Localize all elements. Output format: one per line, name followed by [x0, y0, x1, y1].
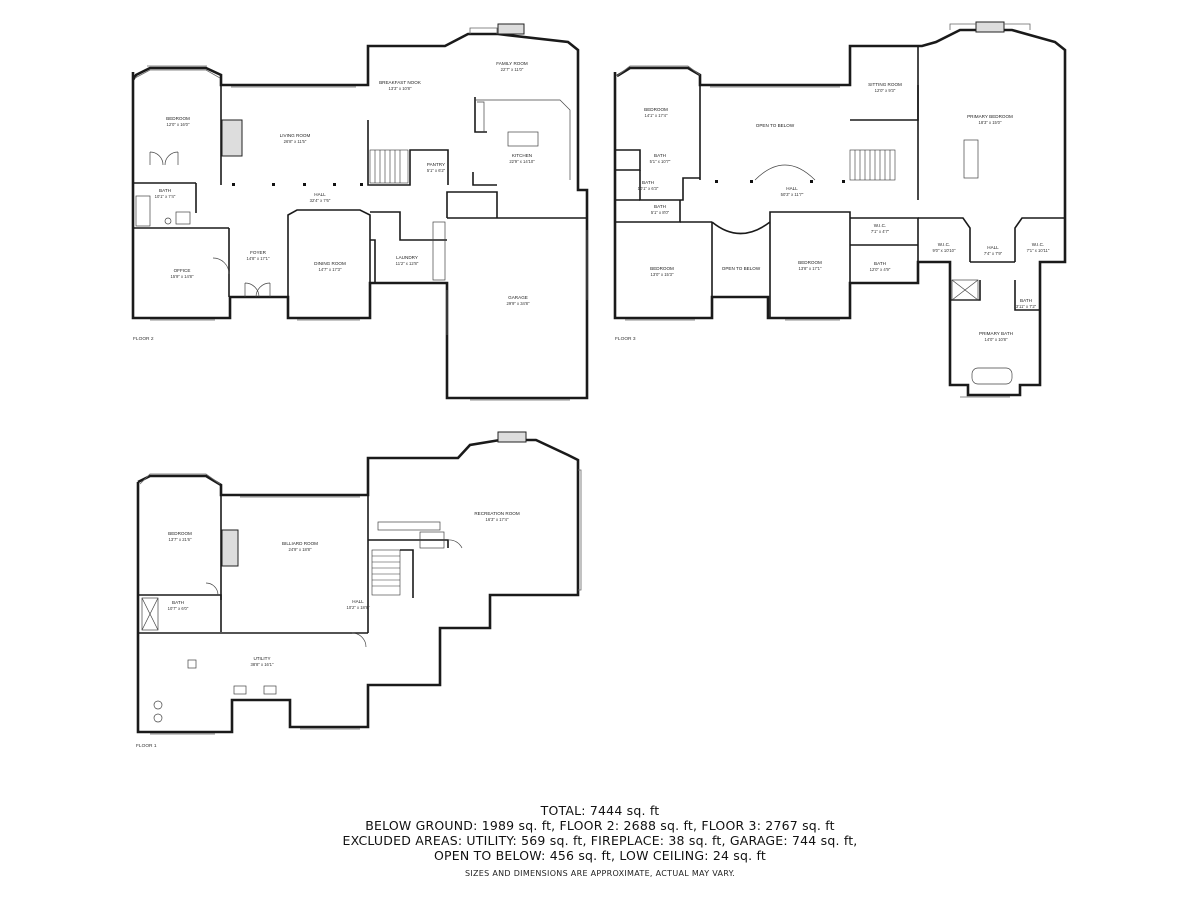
room-name: BATH	[1020, 298, 1032, 303]
room-dimensions: 14'8" x 17'1"	[247, 256, 270, 261]
room-name: HALL	[314, 192, 326, 197]
room-dimensions: 10'7" x 6'0"	[168, 606, 189, 611]
room-name: BEDROOM	[166, 116, 190, 121]
room-dimensions: 9'0" x 10'10"	[933, 248, 956, 253]
room-name: W.I.C.	[938, 242, 951, 247]
room-dimensions: 14'7" x 17'3"	[319, 267, 342, 272]
room-dimensions: 26'8" x 11'5"	[284, 139, 307, 144]
floor-areas: BELOW GROUND: 1989 sq. ft, FLOOR 2: 2688…	[365, 818, 835, 833]
room-name: BATH	[654, 153, 666, 158]
room-name: BREAKFAST NOOK	[379, 80, 422, 85]
disclaimer: SIZES AND DIMENSIONS ARE APPROXIMATE, AC…	[464, 869, 736, 878]
room-dimensions: 38'8" x 16'1"	[251, 662, 274, 667]
room-name: GARAGE	[508, 295, 528, 300]
room-dimensions: 22'7" x 11'0"	[501, 67, 524, 72]
room-name: BATH	[874, 261, 886, 266]
room-dimensions: 10'1" x 6'3"	[638, 186, 659, 191]
room-dimensions: 13'7" x 21'6"	[169, 537, 192, 542]
room-dimensions: 5'1" x 8'0"	[651, 210, 670, 215]
total-area: TOTAL: 7444 sq. ft	[540, 803, 660, 818]
room-name: BILLIARD ROOM	[282, 541, 318, 546]
room-name: DINING ROOM	[314, 261, 346, 266]
room-name: BEDROOM	[650, 266, 674, 271]
room-name: PRIMARY BATH	[979, 331, 1013, 336]
area-summary: TOTAL: 7444 sq. ft BELOW GROUND: 1989 sq…	[0, 803, 1200, 863]
room-name: HALL	[786, 186, 798, 191]
room-dimensions: 13'3" x 10'8"	[389, 86, 412, 91]
room-name: FOYER	[250, 250, 267, 255]
room-dimensions: 13'8" x 17'1"	[799, 266, 822, 271]
room-name: HALL	[987, 245, 999, 250]
room-dimensions: 18'3" x 15'0"	[979, 120, 1002, 125]
room-name: BEDROOM	[168, 531, 192, 536]
room-name: LIVING ROOM	[280, 133, 311, 138]
room-name: OPEN TO BELOW	[722, 266, 761, 271]
floor-label: FLOOR 1	[136, 743, 157, 749]
room-name: BATH	[642, 180, 654, 185]
floor-label: FLOOR 3	[615, 336, 636, 342]
room-name: BEDROOM	[644, 107, 668, 112]
room-name: BATH	[159, 188, 171, 193]
room-dimensions: 5'1" x 10'7"	[650, 159, 671, 164]
room-name: FAMILY ROOM	[496, 61, 528, 66]
room-dimensions: 12'0" x 9'3"	[875, 88, 896, 93]
floor-label: FLOOR 2	[133, 336, 154, 342]
room-dimensions: 12'0" x 16'0"	[167, 122, 190, 127]
room-dimensions: 24'9" x 18'8"	[289, 547, 312, 552]
room-name: OFFICE	[174, 268, 191, 273]
floor-1-plan	[136, 431, 582, 735]
room-dimensions: 10'2" x 18'8"	[347, 605, 370, 610]
room-name: LAUNDRY	[396, 255, 418, 260]
room-dimensions: 7'1" x 4'7"	[871, 229, 890, 234]
excluded-areas: EXCLUDED AREAS: UTILITY: 569 sq. ft, FIR…	[342, 833, 858, 848]
room-dimensions: 16'3" x 17'4"	[486, 517, 509, 522]
room-name: BATH	[654, 204, 666, 209]
room-name: SITTING ROOM	[868, 82, 902, 87]
room-name: PANTRY	[427, 162, 445, 167]
room-name: KITCHEN	[512, 153, 532, 158]
room-name: PRIMARY BEDROOM	[967, 114, 1013, 119]
room-dimensions: 5'1" x 6'2"	[427, 168, 446, 173]
room-dimensions: 14'1" x 17'4"	[645, 113, 668, 118]
room-name: OPEN TO BELOW	[756, 123, 795, 128]
room-dimensions: 7'4" x 7'9"	[984, 251, 1003, 256]
room-dimensions: 12'0" x 4'9"	[870, 267, 891, 272]
room-dimensions: 3'11" x 7'2"	[1016, 304, 1037, 309]
room-dimensions: 22'9" x 14'10"	[509, 159, 535, 164]
room-dimensions: 29'9" x 34'8"	[507, 301, 530, 306]
room-dimensions: 14'0" x 10'8"	[985, 337, 1008, 342]
room-dimensions: 13'0" x 15'3"	[651, 272, 674, 277]
room-dimensions: 7'1" x 10'11"	[1027, 248, 1050, 253]
room-dimensions: 10'1" x 7'4"	[155, 194, 176, 199]
floor-2-plan	[131, 23, 589, 401]
room-name: BATH	[172, 600, 184, 605]
room-name: W.I.C.	[874, 223, 887, 228]
room-dimensions: 32'4" x 7'6"	[310, 198, 331, 203]
floor-3-plan	[613, 21, 1067, 398]
open-to-below-area: OPEN TO BELOW: 456 sq. ft, LOW CEILING: …	[434, 848, 766, 863]
room-name: UTILITY	[253, 656, 270, 661]
room-labels: BEDROOM 12'0" x 16'0" LIVING ROOM 26'8" …	[133, 61, 1050, 749]
room-name: RECREATION ROOM	[474, 511, 520, 516]
room-name: BEDROOM	[798, 260, 822, 265]
room-name: W.I.C.	[1032, 242, 1045, 247]
room-name: HALL	[352, 599, 364, 604]
room-dimensions: 50'3" x 11'7"	[781, 192, 804, 197]
room-dimensions: 15'9" x 14'8"	[171, 274, 194, 279]
room-dimensions: 11'2" x 12'8"	[396, 261, 419, 266]
